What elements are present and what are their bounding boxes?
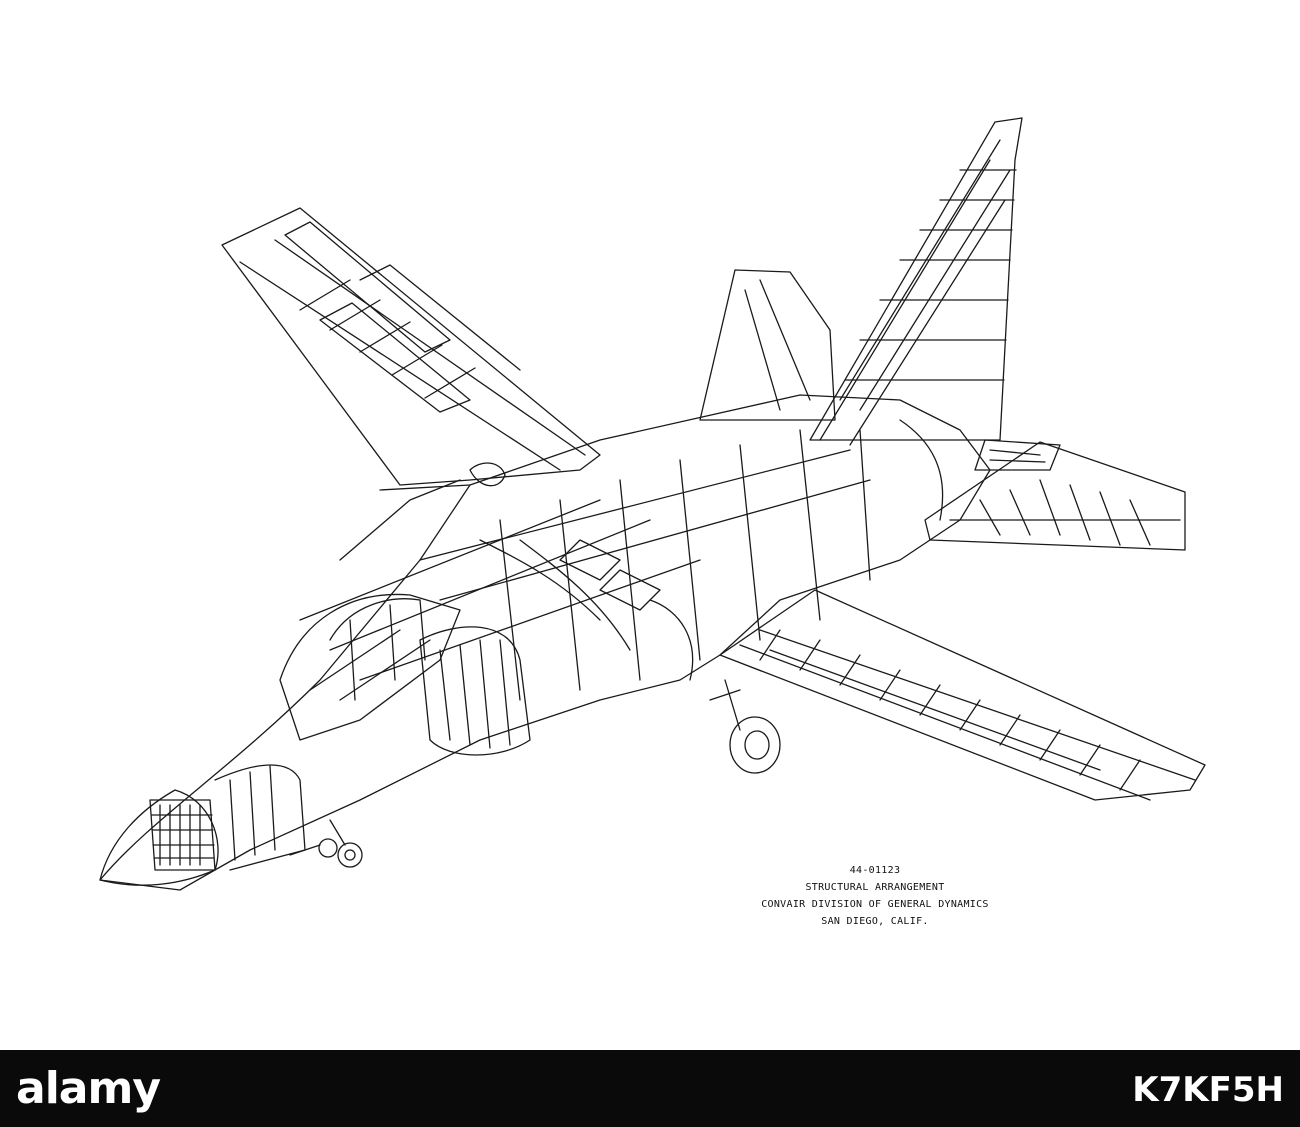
nose-radome [99, 764, 306, 886]
main-landing-gear [709, 679, 781, 774]
fuselage [99, 394, 991, 891]
right-wing [719, 589, 1206, 801]
horizontal-stabilizer [924, 439, 1186, 551]
drawing-caption: 44-01123 STRUCTURAL ARRANGEMENT CONVAIR … [760, 862, 990, 930]
image-id: K7KF5H [1132, 1070, 1284, 1110]
vertical-tail [699, 117, 1023, 446]
cockpit-canopy [279, 593, 461, 741]
left-wing [221, 207, 601, 486]
nose-landing-gear [289, 819, 363, 868]
caption-location: SAN DIEGO, CALIF. [821, 916, 929, 927]
alamy-logo[interactable]: alamy [16, 1063, 161, 1114]
aircraft-cutaway-illustration [99, 117, 1206, 891]
caption-company: CONVAIR DIVISION OF GENERAL DYNAMICS [761, 899, 989, 910]
caption-title: STRUCTURAL ARRANGEMENT [805, 882, 945, 893]
watermark-footer-bar: alamy K7KF5H [0, 1050, 1300, 1127]
intake-duct [419, 626, 531, 756]
drawing-number: 44-01123 [849, 865, 901, 876]
